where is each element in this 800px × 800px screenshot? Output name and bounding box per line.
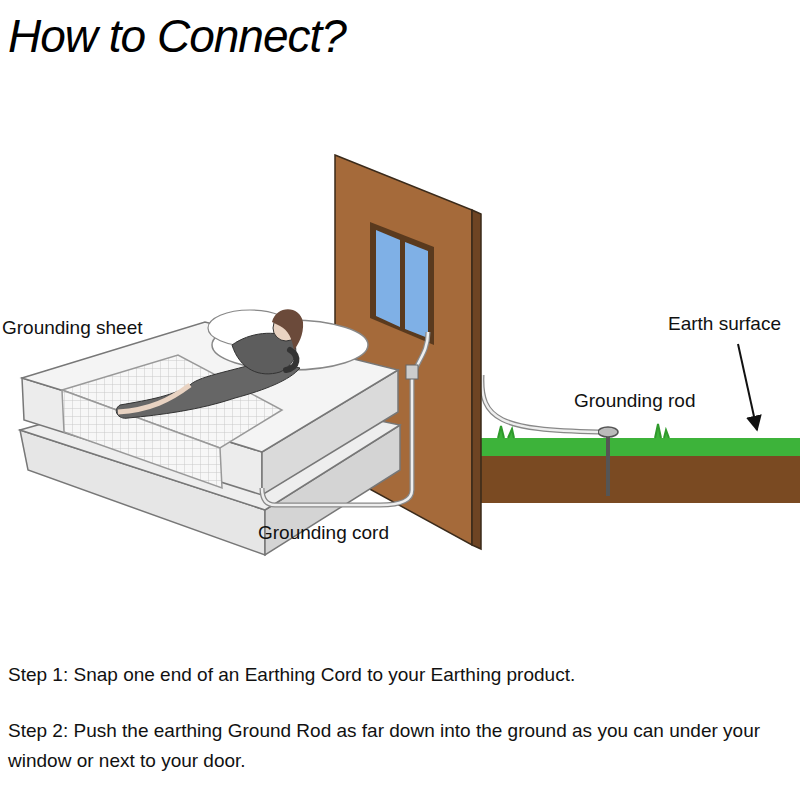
step-note: Step 1: Snap one end of an Earthing Cord… bbox=[8, 660, 793, 690]
grounding-cord-line bbox=[262, 332, 428, 505]
grounding-cord-core bbox=[262, 332, 428, 505]
part-label: Grounding rod bbox=[574, 389, 695, 413]
ground bbox=[480, 424, 800, 503]
part-label: Earth surface bbox=[668, 312, 781, 336]
sleeper bbox=[116, 309, 368, 418]
leader-arrow bbox=[738, 344, 757, 430]
part-label: Grounding cord bbox=[258, 521, 389, 545]
cord-plug bbox=[406, 365, 418, 379]
part-label: Grounding sheet bbox=[2, 316, 143, 340]
step-note: Step 2: Push the earthing Ground Rod as … bbox=[8, 716, 793, 777]
window bbox=[370, 222, 434, 345]
grounding-rod bbox=[598, 427, 618, 496]
page-title: How to Connect? bbox=[8, 8, 346, 66]
